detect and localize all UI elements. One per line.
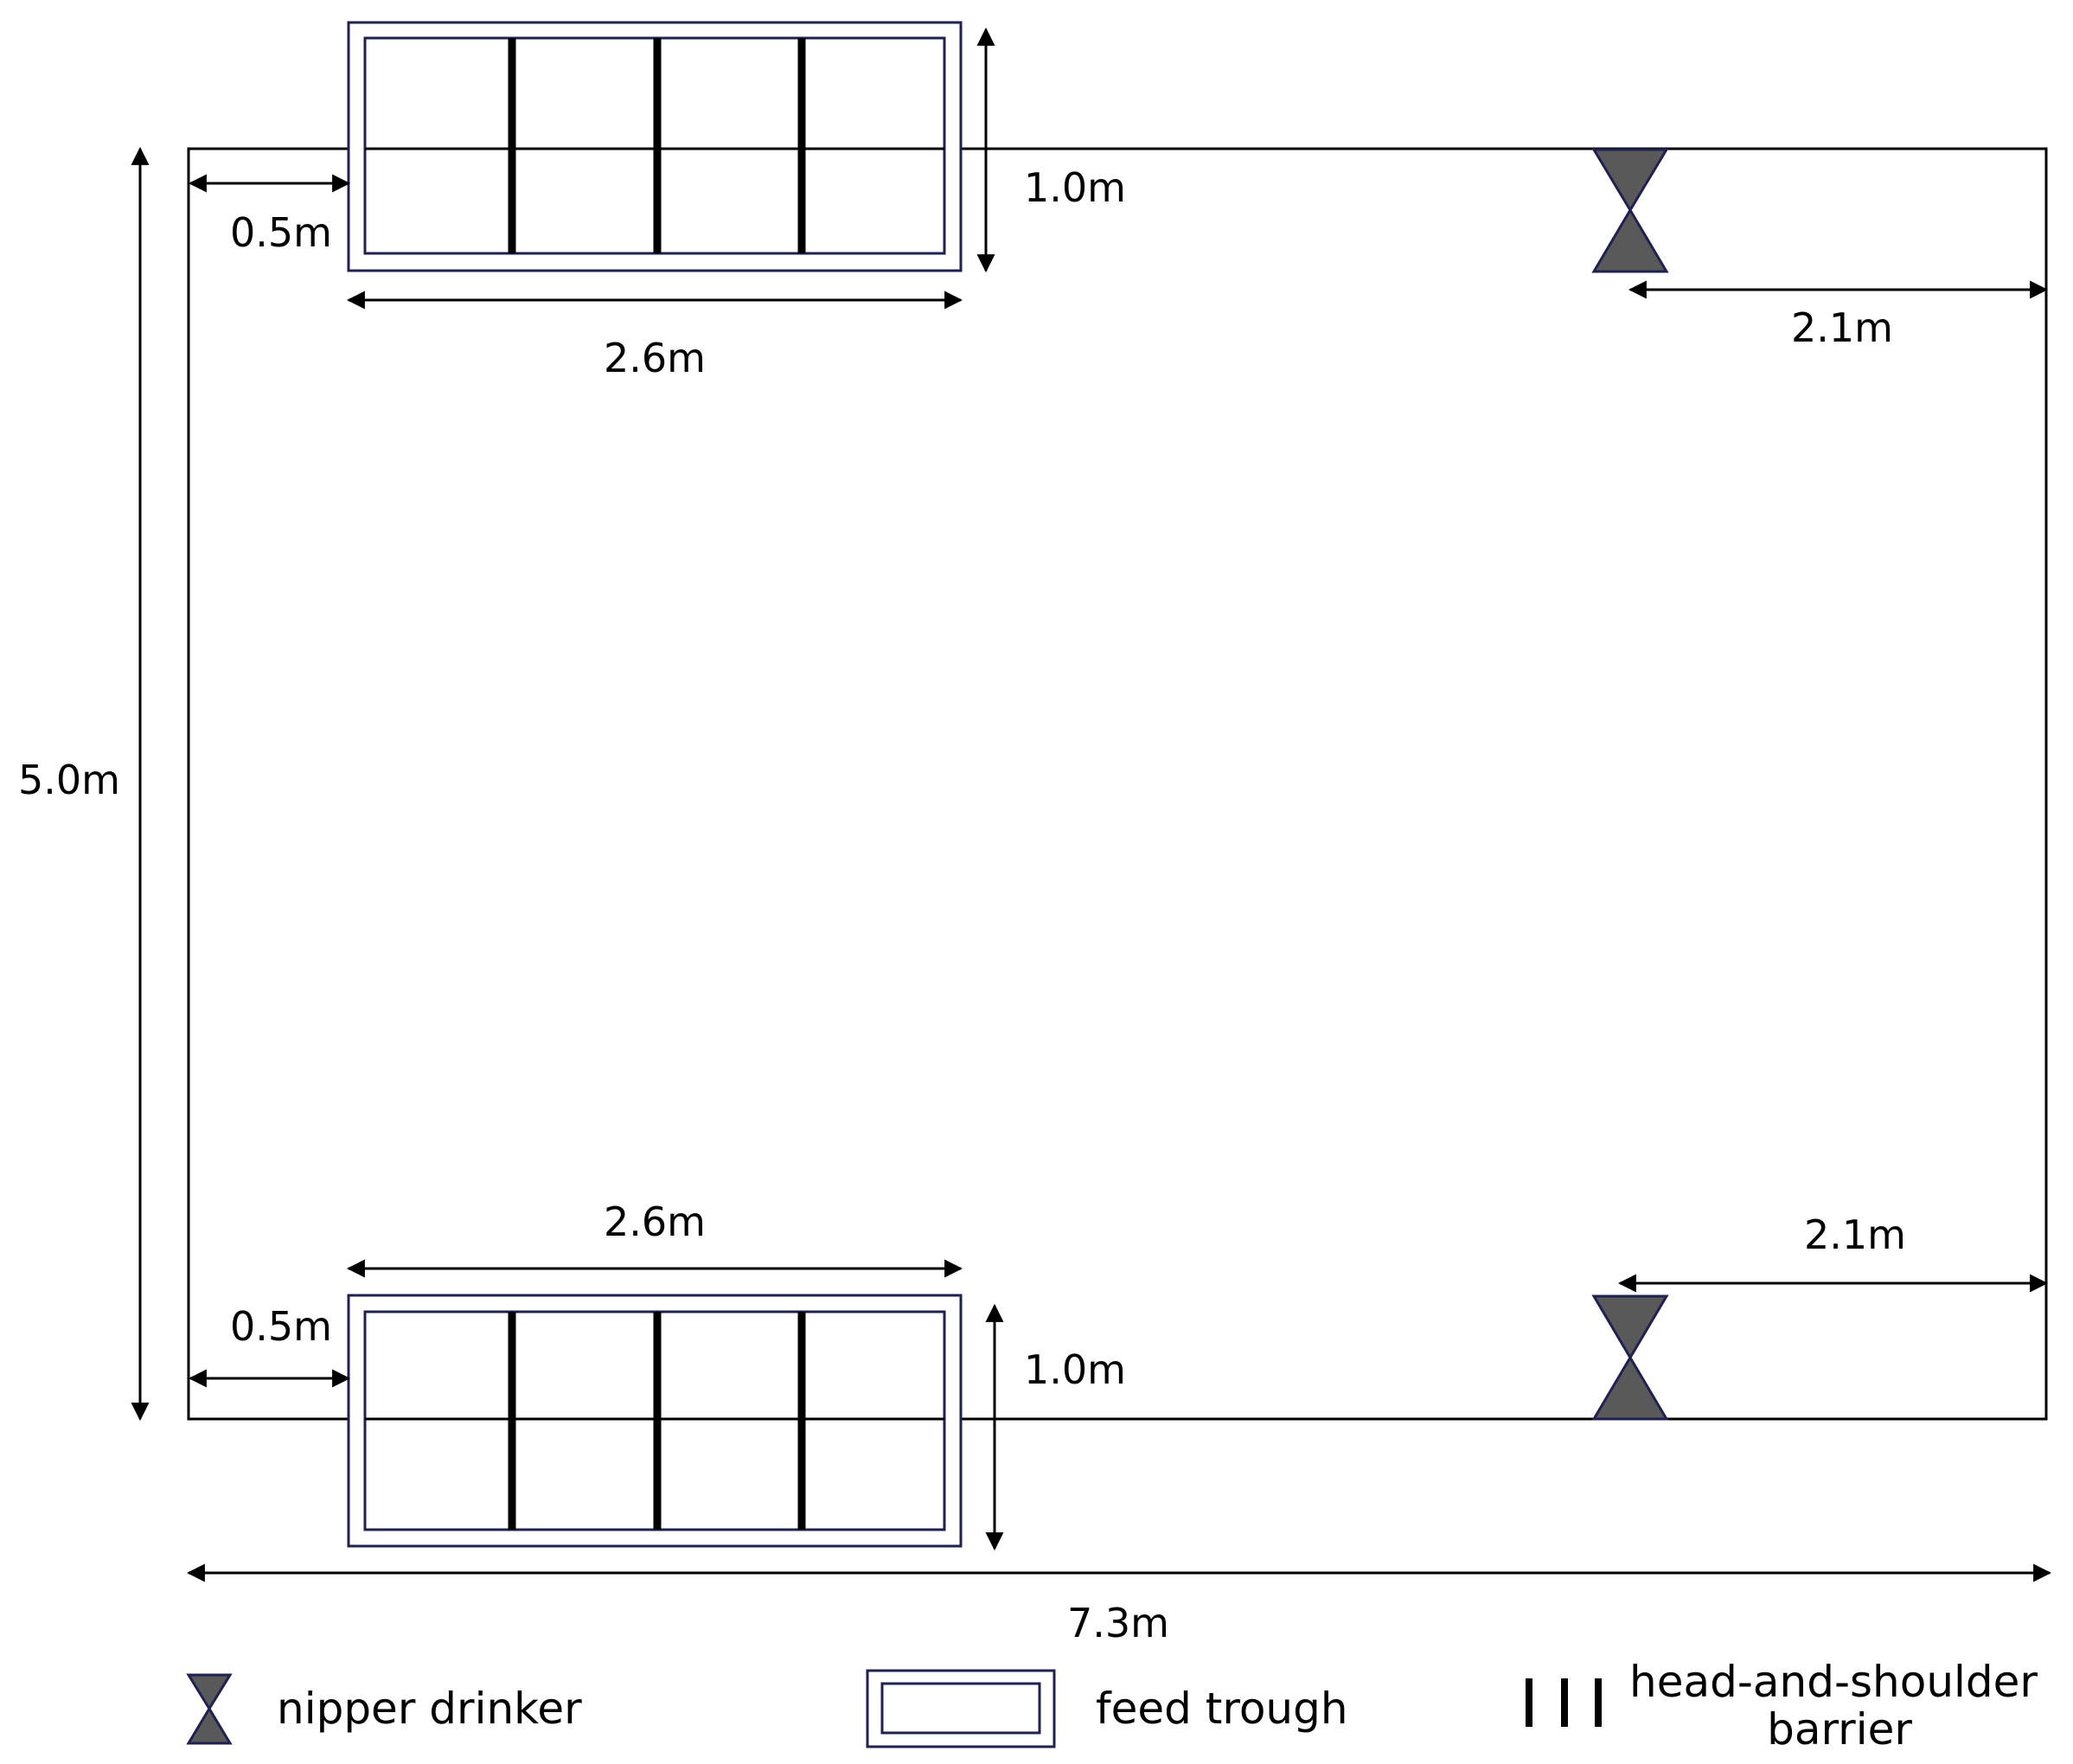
- top-nipper-drinker-icon: [1591, 148, 1669, 273]
- bottom-nipper-drinker-icon: [1591, 1294, 1669, 1421]
- pen-width-label: 7.3m: [1067, 1600, 1169, 1646]
- bottom-trough-depth-label: 1.0m: [1024, 1346, 1126, 1393]
- bottom-trough-offset-label: 0.5m: [230, 1303, 332, 1350]
- bottom-feed-trough: [347, 1294, 963, 1548]
- legend-trough-label: feed trough: [1096, 1684, 1348, 1734]
- top-drinker-offset-label: 2.1m: [1791, 304, 1893, 351]
- legend-drinker-label: nipper drinker: [277, 1684, 582, 1734]
- top-trough-length-label: 2.6m: [604, 335, 706, 381]
- legend: nipper drinker feed trough head-and-shou…: [186, 1657, 2038, 1754]
- bottom-trough-length-label: 2.6m: [604, 1198, 706, 1245]
- legend-trough-inner: [880, 1682, 1041, 1735]
- top-trough-offset-label: 0.5m: [230, 209, 332, 256]
- legend-barrier-label-line2: barrier: [1767, 1704, 1912, 1754]
- top-feed-trough: [347, 21, 963, 272]
- legend-barrier-label-line1: head-and-shoulder: [1629, 1657, 2038, 1707]
- top-trough-depth-label: 1.0m: [1024, 164, 1126, 211]
- pen-boundary: [187, 147, 2048, 1421]
- legend-hourglass-icon: [186, 1673, 233, 1745]
- pen-height-label: 5.0m: [18, 757, 120, 803]
- bottom-drinker-offset-label: 2.1m: [1804, 1211, 1906, 1258]
- legend-double-rectangle-icon: [866, 1669, 1056, 1748]
